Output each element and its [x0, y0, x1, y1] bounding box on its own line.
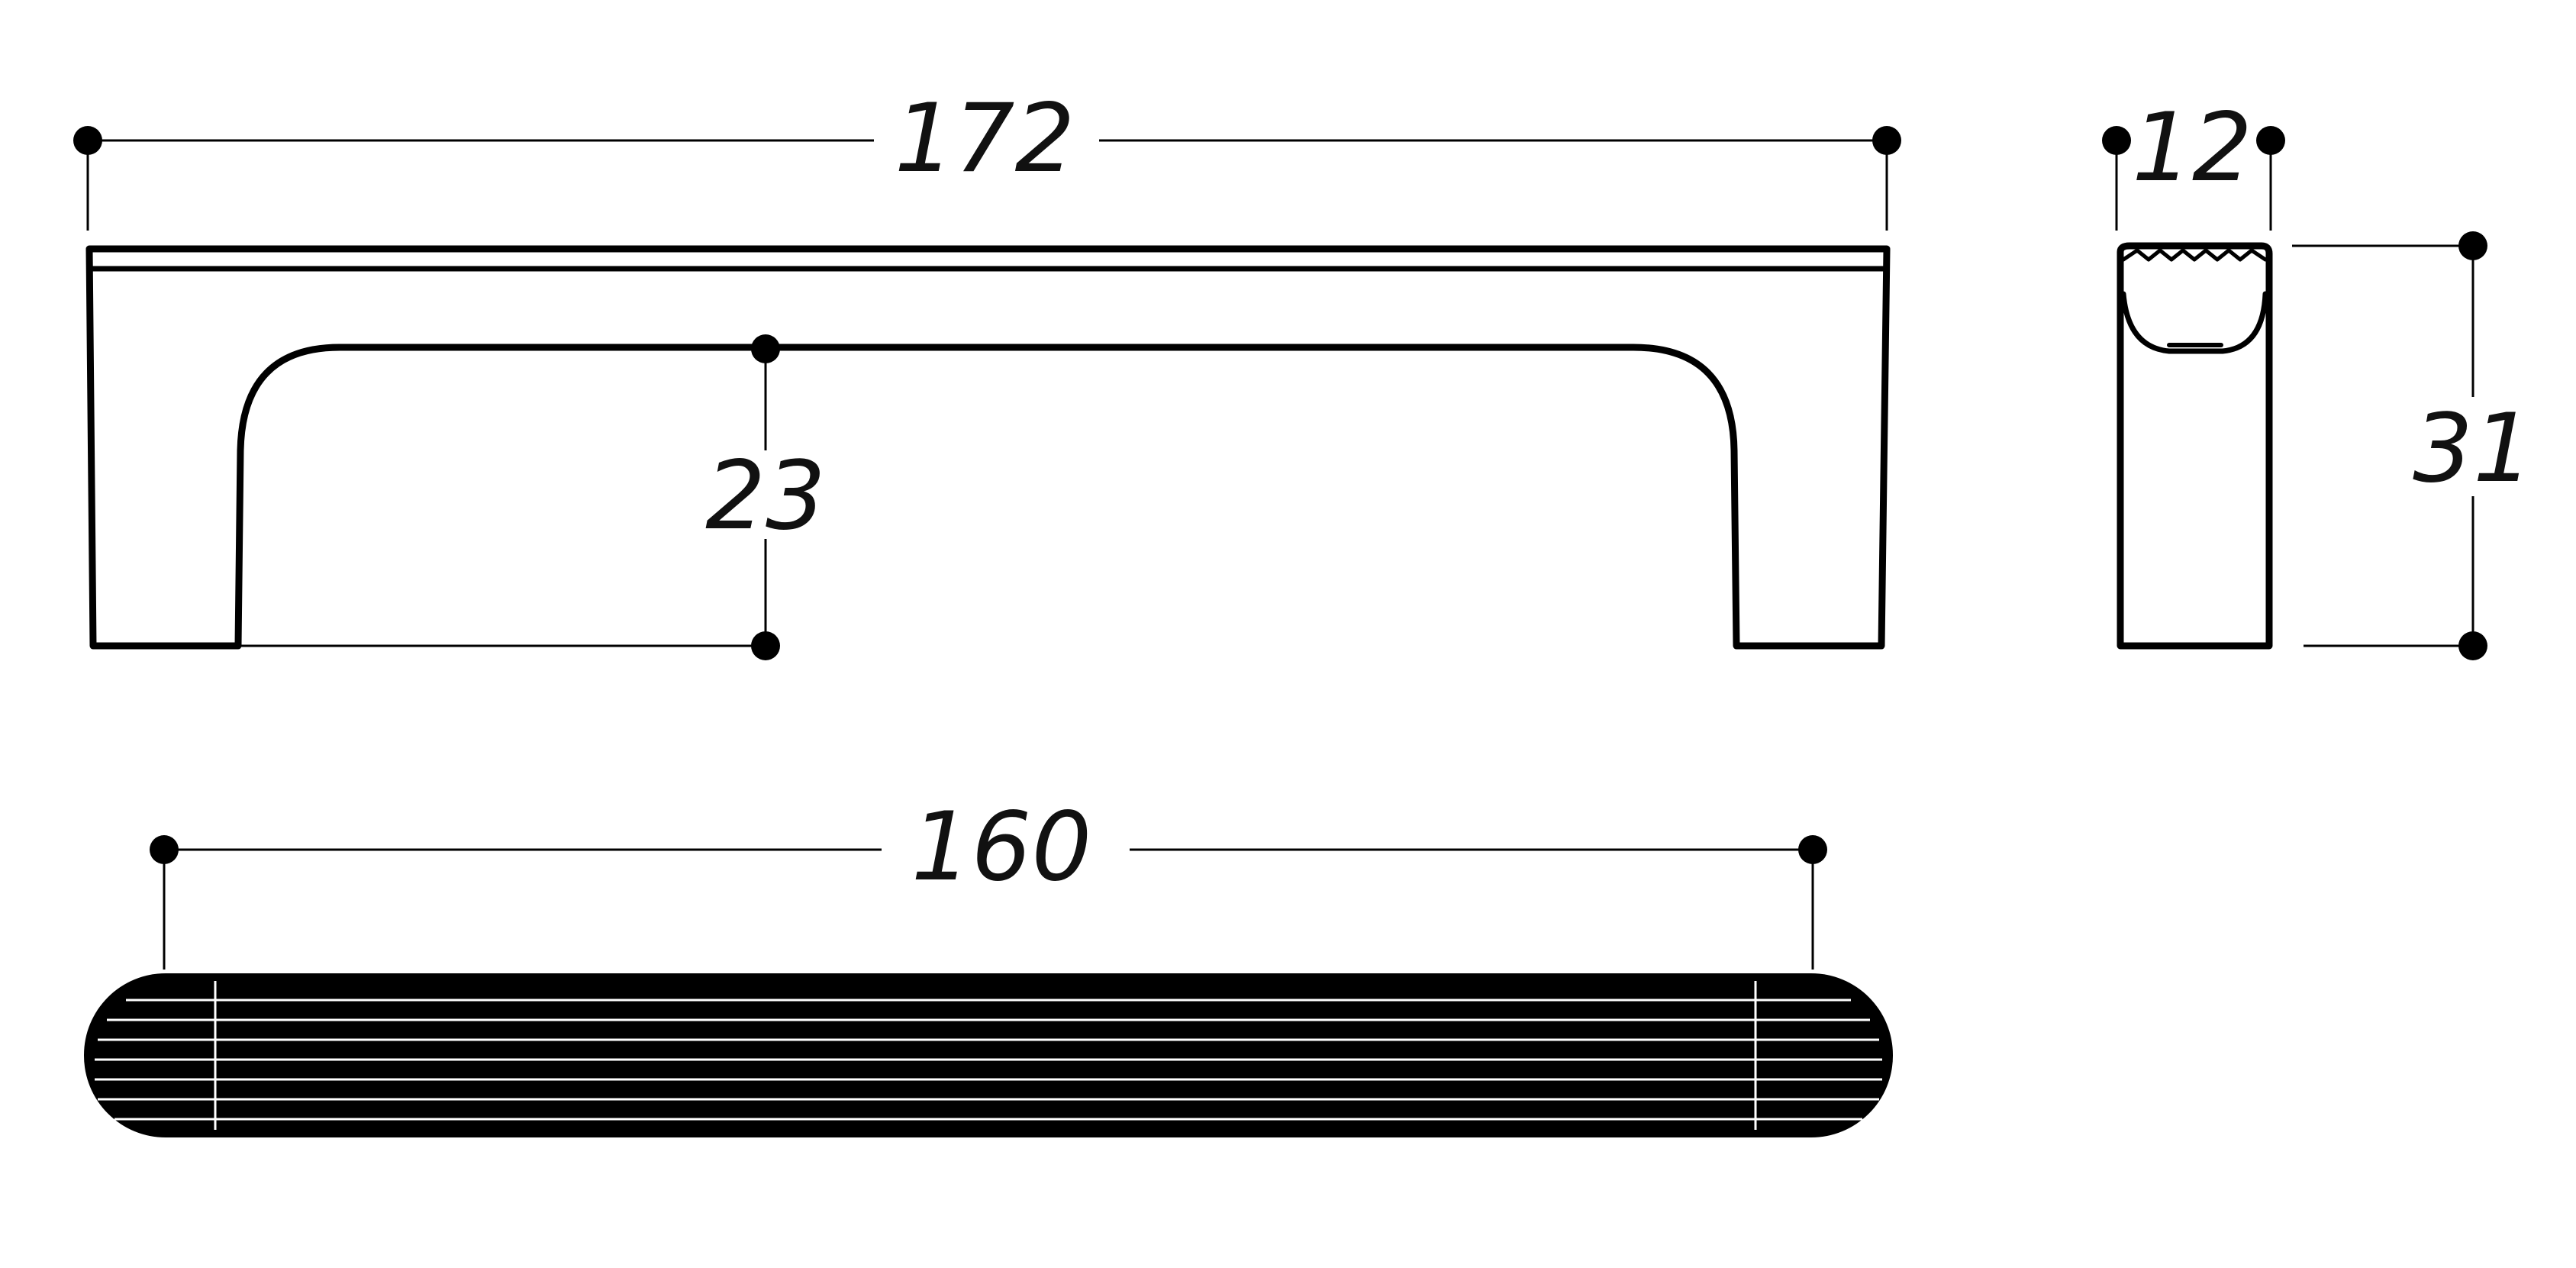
top-view-handle-body: [84, 973, 1893, 1137]
dimension-dot: [751, 631, 780, 660]
dimension-overall-length: 172: [73, 84, 1901, 231]
dimension-dot: [1798, 835, 1827, 864]
dimension-height: 31: [2292, 231, 2533, 660]
dimension-dot: [150, 835, 179, 864]
side-view: 12 31: [2102, 93, 2533, 660]
dimension-dot: [751, 334, 780, 363]
side-view-ribbed-top: [2121, 248, 2268, 262]
dimension-depth: 12: [2102, 93, 2285, 231]
front-view: 172 23: [73, 84, 1901, 660]
top-view-grooves: [95, 981, 1882, 1130]
dimension-dot: [1872, 126, 1901, 155]
dimension-label-overall-length: 172: [895, 84, 1075, 194]
dimension-label-grip-clearance: 23: [705, 441, 826, 551]
dimension-label-hole-spacing: 160: [911, 792, 1092, 902]
dimension-grip-clearance: 23: [240, 334, 826, 660]
dimension-dot: [2458, 231, 2487, 260]
dimension-dot: [2458, 631, 2487, 660]
dimension-hole-spacing: 160: [150, 792, 1827, 970]
side-view-profile-outline: [2117, 242, 2273, 650]
dimension-dot: [2102, 126, 2131, 155]
dimension-label-depth: 12: [2132, 93, 2252, 203]
front-view-handle-outline: [85, 245, 1891, 650]
top-view: 160: [84, 792, 1893, 1137]
dimension-label-height: 31: [2413, 394, 2533, 504]
side-view-grip-cutout: [2120, 291, 2268, 354]
dimension-dot: [2256, 126, 2285, 155]
dimension-dot: [73, 126, 102, 155]
